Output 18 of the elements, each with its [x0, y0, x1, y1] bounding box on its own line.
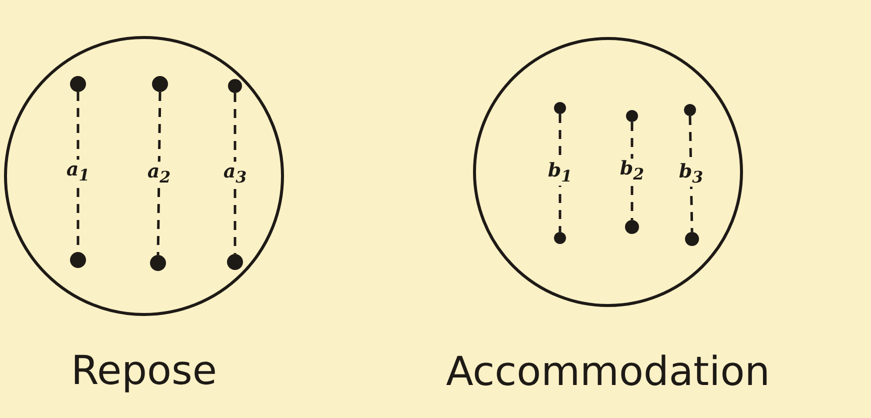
- dot: [625, 220, 639, 234]
- dot: [228, 79, 242, 93]
- dot: [70, 252, 86, 268]
- node-label: Accommodation: [444, 349, 772, 395]
- dot: [554, 232, 566, 244]
- dashed-line: [234, 93, 236, 254]
- dot: [684, 104, 696, 116]
- dot: [685, 232, 699, 246]
- dot: [150, 255, 166, 271]
- dot: [626, 110, 638, 122]
- dashed-line: [156, 92, 162, 256]
- edge-label: a$_{3}$: [221, 161, 249, 186]
- edge-label: b$_{3}$: [676, 162, 706, 186]
- node-label: Repose: [70, 348, 218, 394]
- dot: [227, 254, 243, 270]
- dot: [554, 102, 566, 114]
- dot: [70, 76, 86, 92]
- dot: [152, 76, 168, 92]
